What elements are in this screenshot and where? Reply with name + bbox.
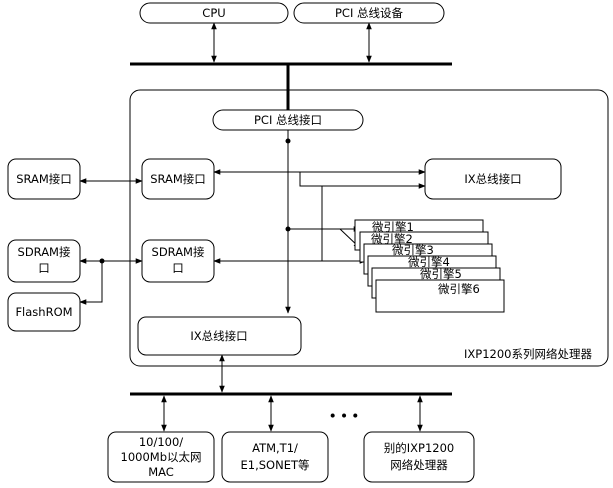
cpu-box: CPU <box>139 2 289 24</box>
svg-text:网络处理器: 网络处理器 <box>390 458 448 472</box>
pci-interface-label: PCI 总线接口 <box>254 113 322 127</box>
pci-device-label: PCI 总线设备 <box>335 6 404 20</box>
svg-text:微引擎5: 微引擎5 <box>420 267 462 281</box>
svg-text:微引擎2: 微引擎2 <box>371 232 413 246</box>
svg-text:微引擎4: 微引擎4 <box>408 255 450 269</box>
ethernet-mac-box: 10/100/ 1000Mb以太网 MAC <box>107 431 215 483</box>
external-sram-label: SRAM接口 <box>16 172 72 186</box>
svg-text:微引擎3: 微引擎3 <box>392 243 434 257</box>
svg-text:别的IXP1200: 别的IXP1200 <box>384 441 454 455</box>
flashrom-box: FlashROM <box>7 292 81 332</box>
svg-text:1000Mb以太网: 1000Mb以太网 <box>121 450 202 464</box>
ix-interface-top-box: IX总线接口 <box>424 158 562 200</box>
microengine-stack: 微引擎1 微引擎2 微引擎3 微引擎4 微引擎5 微引擎6 <box>354 219 505 313</box>
external-sram-box: SRAM接口 <box>7 158 81 200</box>
ellipsis: • • • <box>329 409 359 423</box>
ix-interface-bottom-label: IX总线接口 <box>190 329 247 343</box>
other-ixp-box: 别的IXP1200 网络处理器 <box>363 431 475 483</box>
cpu-label: CPU <box>202 6 225 20</box>
flashrom-link <box>79 261 103 305</box>
ix-interface-top-label: IX总线接口 <box>464 172 521 186</box>
microengine-6: 微引擎6 <box>375 279 505 313</box>
sram-interface-box: SRAM接口 <box>141 158 215 200</box>
external-sdram-box: SDRAM接 口 <box>7 239 81 283</box>
pci-device-box: PCI 总线设备 <box>293 2 445 24</box>
svg-text:E1,SONET等: E1,SONET等 <box>241 458 310 472</box>
svg-text:10/100/: 10/100/ <box>139 435 183 449</box>
svg-text:ATM,T1/: ATM,T1/ <box>252 441 298 455</box>
sdram-interface-box: SDRAM接 口 <box>141 239 215 283</box>
ix-interface-bottom-box: IX总线接口 <box>137 316 302 356</box>
sram-interface-label: SRAM接口 <box>150 172 206 186</box>
bus-ix-link <box>299 172 426 189</box>
sdram-interface-label-2: 口 <box>172 261 184 275</box>
junction-top <box>285 138 291 144</box>
telecom-box: ATM,T1/ E1,SONET等 <box>221 431 329 483</box>
sdram-interface-label-1: SDRAM接 <box>152 245 205 259</box>
pci-interface-box: PCI 总线接口 <box>212 109 364 131</box>
flashrom-label: FlashROM <box>15 305 72 319</box>
svg-text:MAC: MAC <box>148 465 174 479</box>
processor-name: IXP1200系列网络处理器 <box>464 347 592 361</box>
external-sdram-label-2: 口 <box>38 261 50 275</box>
external-sdram-label-1: SDRAM接 <box>18 245 71 259</box>
svg-text:微引擎6: 微引擎6 <box>438 282 480 296</box>
svg-text:微引擎1: 微引擎1 <box>372 220 414 234</box>
